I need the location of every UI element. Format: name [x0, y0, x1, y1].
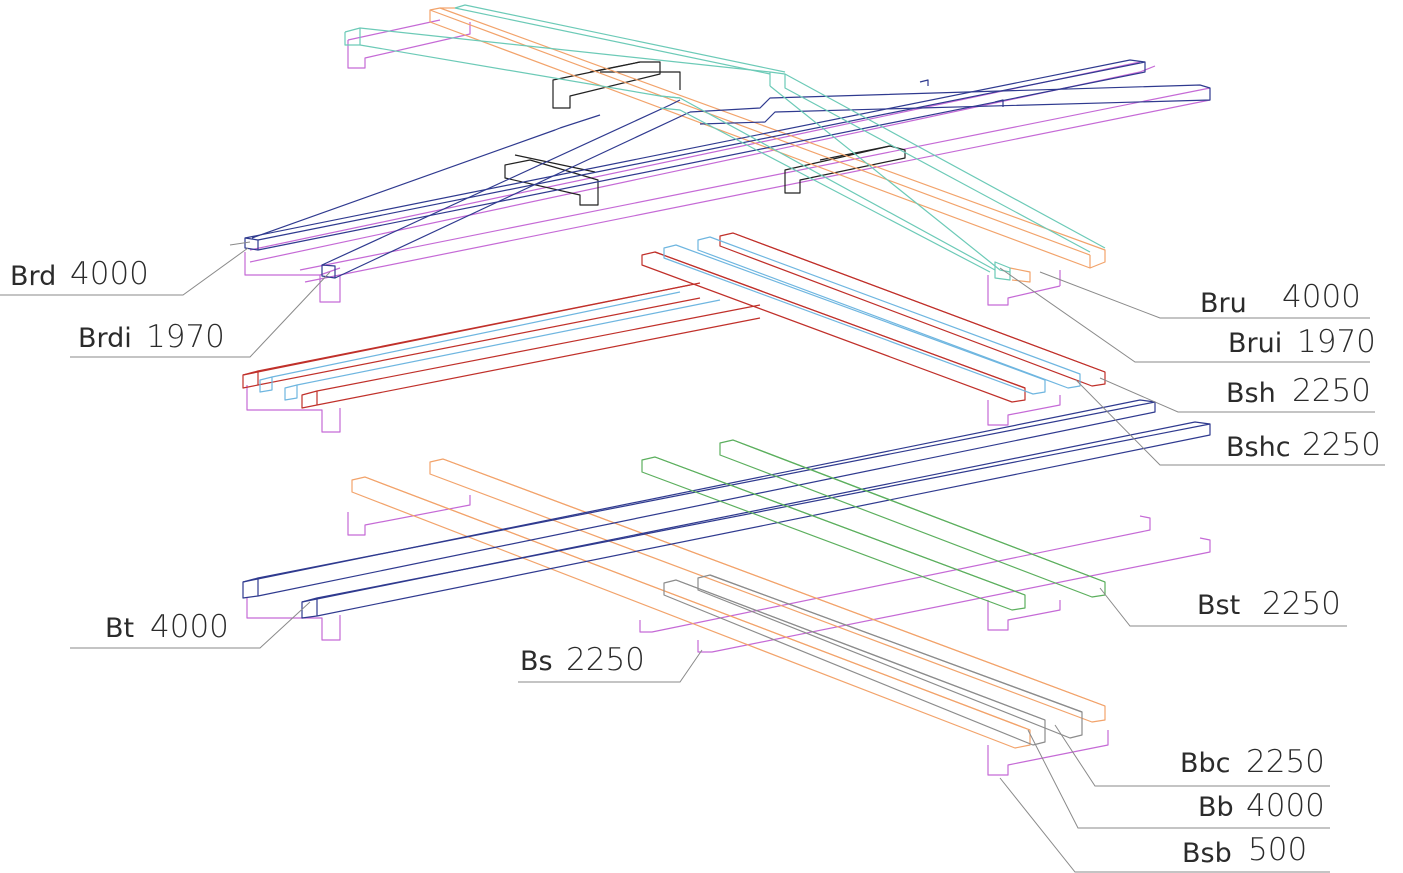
label-bshc-code: Bshc [1226, 432, 1291, 463]
label-bsh-length: 2250 [1292, 373, 1371, 409]
label-bru-length: 4000 [1282, 279, 1361, 315]
label-bshc-length: 2250 [1302, 427, 1381, 463]
label-bru: Bru 4000 [1200, 279, 1361, 319]
label-bb-code: Bb [1198, 792, 1234, 823]
label-brdi: Brdi 1970 [78, 319, 225, 355]
base-sleepers [246, 495, 1211, 776]
label-bbc-code: Bbc [1180, 748, 1231, 779]
label-bst-length: 2250 [1262, 586, 1341, 622]
roof-orange-beam [429, 7, 1106, 283]
base-green-beams [641, 439, 1106, 611]
label-bsh-code: Bsh [1226, 378, 1276, 409]
label-brui-length: 1970 [1297, 324, 1376, 360]
base-orange-beams [351, 458, 1106, 749]
label-bsb-code: Bsb [1182, 838, 1232, 869]
label-bb-length: 4000 [1246, 788, 1325, 824]
roof-assembly [244, 4, 1211, 306]
label-bsb-length: 500 [1248, 832, 1307, 868]
label-bs: Bs 2250 [520, 642, 645, 678]
label-brdi-length: 1970 [146, 319, 225, 355]
label-bru-code: Bru [1200, 288, 1247, 319]
label-brui: Brui 1970 [1228, 324, 1376, 360]
shelf-assembly [242, 232, 1106, 433]
label-bsb: Bsb 500 [1182, 832, 1307, 869]
shelf-blue-beams [259, 236, 1081, 401]
label-bst-code: Bst [1197, 590, 1240, 621]
label-bbc-length: 2250 [1246, 744, 1325, 780]
label-bshc: Bshc 2250 [1226, 427, 1381, 463]
label-brdi-code: Brdi [78, 323, 132, 354]
label-bs-length: 2250 [566, 642, 645, 678]
rafter-brdi [251, 84, 1211, 279]
base-grey-beams [663, 574, 1083, 746]
label-bt-length: 4000 [150, 609, 229, 645]
label-bt-code: Bt [105, 613, 134, 644]
ridge-blocks [504, 61, 906, 206]
rafter-brui [454, 4, 1011, 281]
label-bbc: Bbc 2250 [1180, 744, 1325, 780]
label-bb: Bb 4000 [1198, 788, 1325, 824]
label-brd: Brd 4000 [10, 256, 149, 292]
rafter-brd [244, 59, 1146, 251]
roof-sleepers [244, 19, 1211, 306]
label-brd-code: Brd [10, 261, 56, 292]
label-bsh: Bsh 2250 [1226, 373, 1371, 409]
leader-lines [0, 241, 1385, 873]
shelf-red-beams [242, 232, 1106, 409]
label-brd-length: 4000 [70, 256, 149, 292]
label-brui-code: Brui [1228, 328, 1282, 359]
label-bs-code: Bs [520, 646, 553, 677]
shelf-sleepers [246, 385, 1061, 433]
base-assembly [242, 399, 1211, 776]
label-bt: Bt 4000 [105, 609, 229, 645]
label-bst: Bst 2250 [1197, 586, 1341, 622]
